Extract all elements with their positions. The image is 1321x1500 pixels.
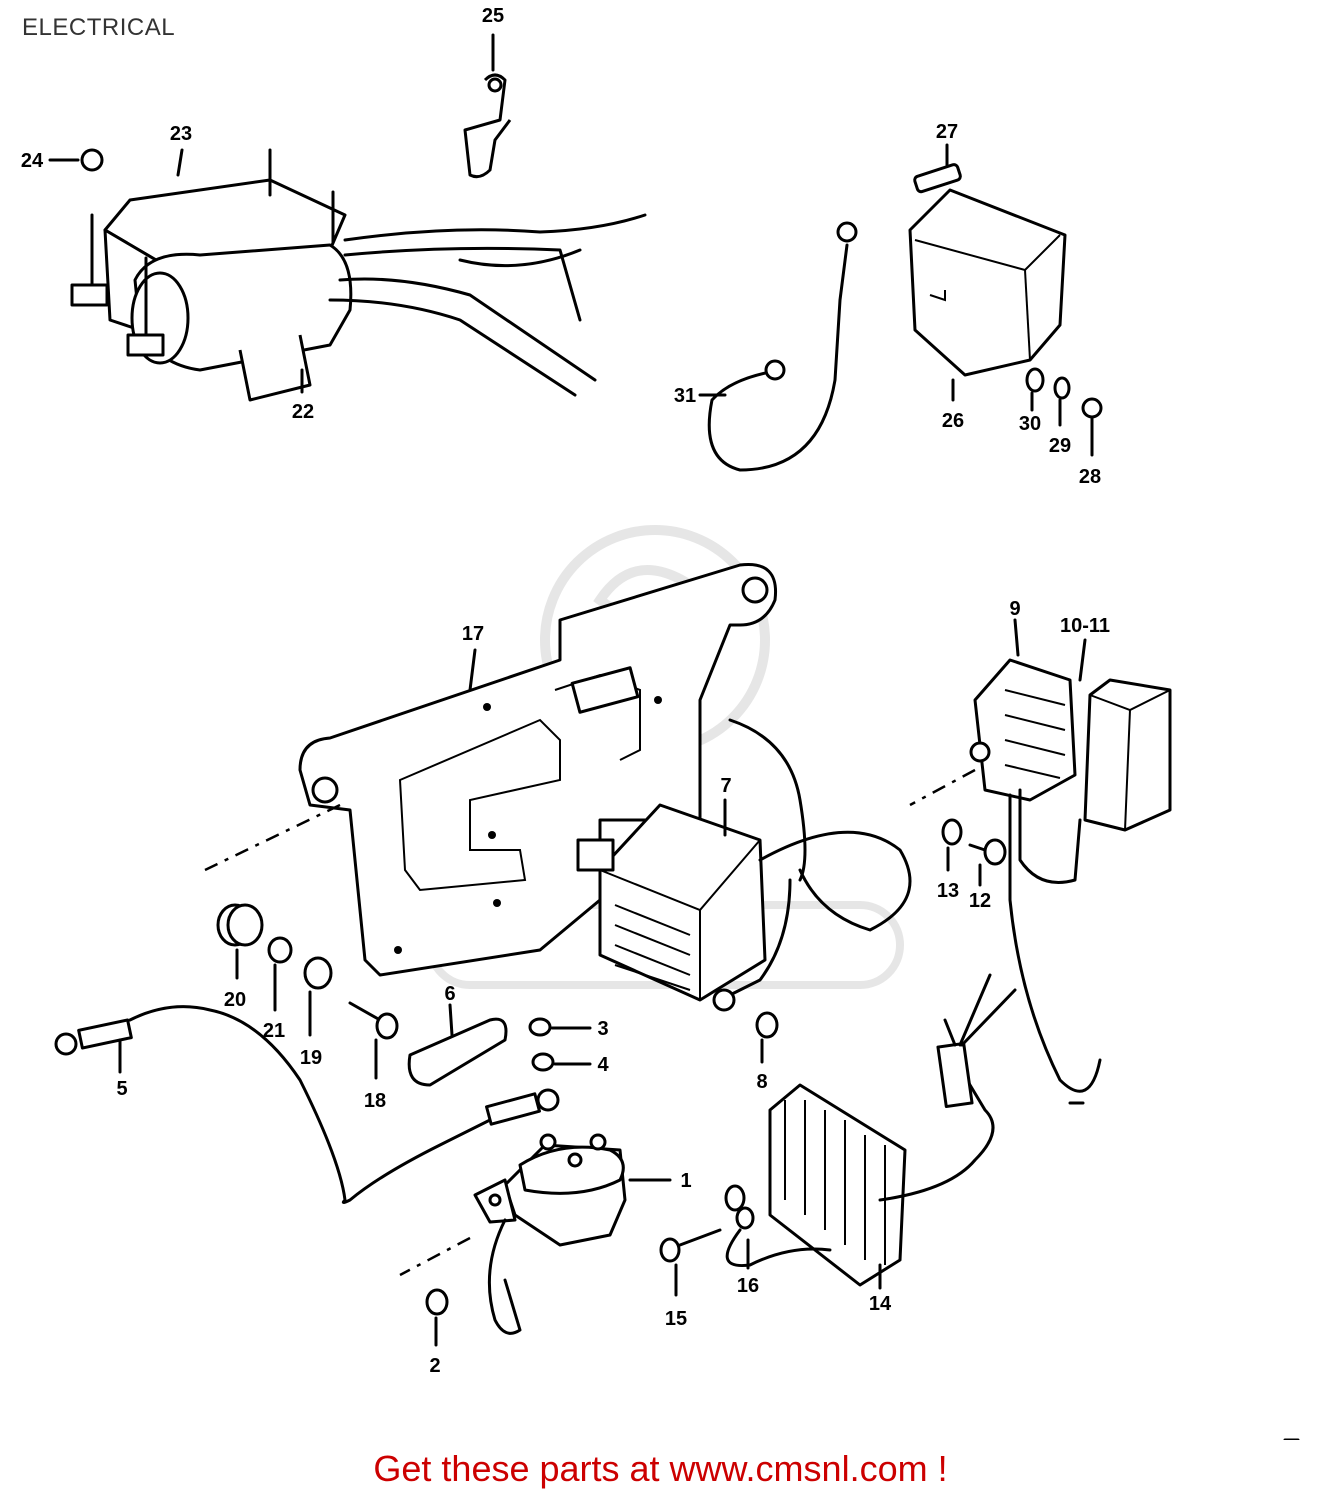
screw-28[interactable] xyxy=(1081,397,1103,457)
grommet-20[interactable] xyxy=(216,903,264,980)
callout-30: 30 xyxy=(1019,413,1041,435)
dash-line-2 xyxy=(399,1236,471,1277)
washer-30[interactable] xyxy=(1025,367,1045,412)
lead-wire-31[interactable] xyxy=(698,221,858,472)
wire-clamp-25[interactable] xyxy=(463,33,512,179)
starter-relay-1[interactable] xyxy=(473,1133,672,1335)
ignition-coil-assembly[interactable] xyxy=(70,148,647,402)
screw-12[interactable] xyxy=(968,838,1007,887)
footer-link-text[interactable]: Get these parts at www.cmsnl.com ! xyxy=(373,1448,948,1489)
callout-26: 26 xyxy=(942,410,964,432)
callout-22: 22 xyxy=(292,401,314,423)
nut-24[interactable] xyxy=(48,148,104,172)
dash-line-9 xyxy=(909,768,976,807)
callout-28: 28 xyxy=(1079,466,1101,488)
callout-5: 5 xyxy=(116,1078,127,1100)
exploded-parts-diagram: 23 22 24 25 31 26 27 28 xyxy=(21,5,1300,1440)
callout-12: 12 xyxy=(969,890,991,912)
washer-19[interactable] xyxy=(303,956,333,1037)
callout-8: 8 xyxy=(756,1071,767,1093)
callout-20: 20 xyxy=(224,989,246,1011)
washer-29[interactable] xyxy=(1053,376,1071,427)
callout-10-11: 10-11 xyxy=(1060,615,1110,637)
fuse-cover-10-11[interactable] xyxy=(1078,638,1172,832)
callout-19: 19 xyxy=(300,1047,322,1069)
leader-23 xyxy=(176,148,184,177)
washer-4[interactable] xyxy=(531,1052,592,1072)
callout-29: 29 xyxy=(1049,435,1071,457)
screw-2[interactable] xyxy=(425,1288,449,1347)
screw-8[interactable] xyxy=(755,1011,779,1064)
callout-18: 18 xyxy=(364,1090,386,1112)
washer-16[interactable] xyxy=(724,1184,832,1270)
rectifier-14[interactable] xyxy=(768,973,1017,1290)
diagram-title: ELECTRICAL xyxy=(22,14,176,41)
dash-line-20 xyxy=(204,803,341,872)
callout-13: 13 xyxy=(937,880,959,902)
callout-3: 3 xyxy=(597,1018,608,1040)
fuse-box-26[interactable] xyxy=(908,188,1067,402)
callout-4: 4 xyxy=(597,1054,609,1076)
terminal-cap-6[interactable] xyxy=(407,1003,508,1087)
callout-6: 6 xyxy=(444,983,455,1005)
fuse-27[interactable] xyxy=(913,143,962,194)
callout-31: 31 xyxy=(674,385,696,407)
callout-15: 15 xyxy=(665,1308,687,1330)
washer-13[interactable] xyxy=(941,818,963,872)
callout-1: 1 xyxy=(680,1170,691,1192)
callout-23: 23 xyxy=(170,123,192,145)
battery-cable-5[interactable] xyxy=(54,1005,560,1204)
callout-9: 9 xyxy=(1009,598,1020,620)
callout-14: 14 xyxy=(869,1293,892,1315)
callout-2: 2 xyxy=(429,1355,440,1377)
bolt-18[interactable] xyxy=(348,1001,399,1080)
voltage-regulator-7[interactable] xyxy=(576,718,912,1012)
callout-24: 24 xyxy=(21,150,44,172)
callout-27: 27 xyxy=(936,121,958,143)
screw-15[interactable] xyxy=(659,1228,722,1297)
fuse-holder-9[interactable] xyxy=(969,618,1102,1093)
collar-21[interactable] xyxy=(267,936,293,1012)
callout-17: 17 xyxy=(462,623,484,645)
nut-3[interactable] xyxy=(528,1017,592,1037)
callout-7: 7 xyxy=(720,775,731,797)
callout-25: 25 xyxy=(482,5,504,27)
callout-16: 16 xyxy=(737,1275,759,1297)
callout-21: 21 xyxy=(263,1020,285,1042)
